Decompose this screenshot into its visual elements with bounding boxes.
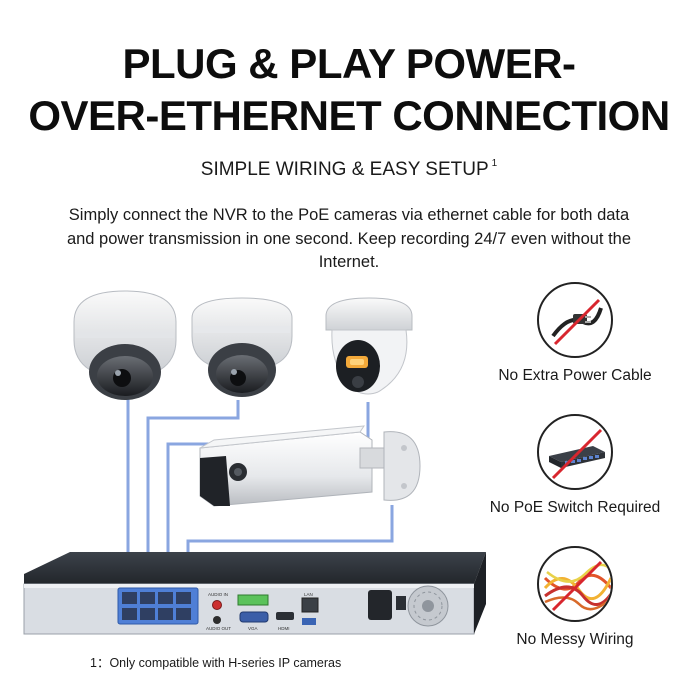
label-audio-out: AUDIO OUT xyxy=(206,626,231,631)
label-hdmi: HDMI xyxy=(278,626,290,631)
feature-no-messy-wiring: No Messy Wiring xyxy=(470,546,680,649)
poe-switch-crossed-icon xyxy=(537,414,613,490)
feature-label: No PoE Switch Required xyxy=(489,499,661,516)
feature-label: No Extra Power Cable xyxy=(498,367,652,384)
dome-camera-1 xyxy=(73,290,177,400)
feature-no-poe-switch: No PoE Switch Required xyxy=(470,414,680,517)
feature-label: No Messy Wiring xyxy=(516,631,634,648)
label-audio-in: AUDIO IN xyxy=(208,592,228,597)
headline: PLUG & PLAY POWER- OVER-ETHERNET CONNECT… xyxy=(0,38,698,142)
subtitle-footnote-mark: 1 xyxy=(491,158,498,169)
feature-no-extra-power-cable: No Extra Power Cable xyxy=(470,282,680,385)
power-cable-crossed-icon xyxy=(537,282,613,358)
footnote: 1：Only compatible with H-series IP camer… xyxy=(90,656,342,670)
turret-camera xyxy=(325,297,413,395)
label-lan: LAN xyxy=(304,592,313,597)
subtitle-text: SIMPLE WIRING & EASY SETUP xyxy=(200,159,489,180)
nvr-recorder xyxy=(23,552,486,635)
description: Simply connect the NVR to the PoE camera… xyxy=(66,206,632,271)
headline-line-2: OVER-ETHERNET CONNECTION xyxy=(28,92,670,139)
messy-wires-crossed-icon xyxy=(537,546,613,622)
bullet-camera xyxy=(199,425,421,507)
headline-line-1: PLUG & PLAY POWER- xyxy=(122,40,576,87)
poe-ports xyxy=(117,587,199,625)
label-vga: VGA xyxy=(248,626,258,631)
cable-camera-2 xyxy=(146,400,240,585)
dome-camera-2 xyxy=(191,297,293,397)
